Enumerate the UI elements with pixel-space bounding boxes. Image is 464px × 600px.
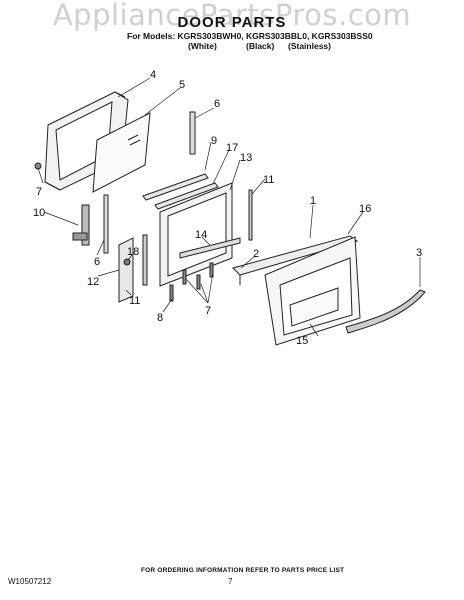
callout-5: 5	[179, 79, 185, 91]
callout-18: 18	[127, 246, 139, 258]
callout-12: 12	[87, 276, 99, 288]
part-3-handle	[345, 289, 426, 334]
part-5-glass	[92, 112, 151, 193]
model-list: For Models: KGRS303BWH0, KGRS303BBL0, KG…	[127, 31, 373, 41]
part-10-hinge	[72, 204, 90, 246]
part-1-top-trim	[232, 235, 359, 285]
part-7-screws	[34, 162, 214, 302]
callout-11-left: 11	[129, 295, 140, 307]
page-number: 7	[228, 577, 233, 586]
part-11-strip-right	[248, 189, 253, 241]
part-15-window	[289, 287, 339, 327]
callout-15: 15	[296, 335, 308, 347]
part-12-hinge-bracket	[118, 237, 134, 303]
callouts: 4 5 6 7 9 17 13 11 10 1 16 2 14 6 18 3 1…	[33, 69, 422, 347]
callout-2: 2	[253, 248, 259, 260]
callout-4: 4	[150, 69, 156, 81]
document-number: W10507212	[8, 577, 52, 586]
callout-17: 17	[226, 142, 238, 154]
part-9-spacer	[142, 173, 209, 201]
leader-lines	[37, 77, 421, 337]
part-6-strip-left	[103, 194, 109, 254]
callout-13: 13	[240, 152, 252, 164]
callout-9: 9	[211, 135, 217, 147]
part-14-rod	[179, 237, 241, 259]
callout-7-left: 7	[36, 186, 42, 198]
part-6-strip-top	[189, 111, 196, 155]
callout-11-right: 11	[263, 174, 274, 186]
page-title: DOOR PARTS	[177, 14, 287, 31]
color-stainless: (Stainless)	[288, 41, 331, 51]
callout-10: 10	[33, 207, 45, 219]
callout-6-top: 6	[214, 98, 220, 110]
callout-6-left: 6	[94, 256, 100, 268]
callout-14: 14	[195, 229, 207, 241]
ordering-note: FOR ORDERING INFORMATION REFER TO PARTS …	[141, 567, 345, 574]
part-17-trim	[154, 182, 219, 210]
callout-7-bottom: 7	[205, 305, 211, 317]
color-white: (White)	[188, 41, 217, 51]
color-black: (Black)	[246, 41, 275, 51]
part-11-strip-left	[142, 234, 148, 286]
callout-16: 16	[359, 203, 371, 215]
callout-3: 3	[416, 247, 422, 259]
callout-1: 1	[310, 195, 316, 207]
callout-8: 8	[157, 312, 163, 324]
watermark: AppliancePartsPros.com	[52, 0, 412, 32]
